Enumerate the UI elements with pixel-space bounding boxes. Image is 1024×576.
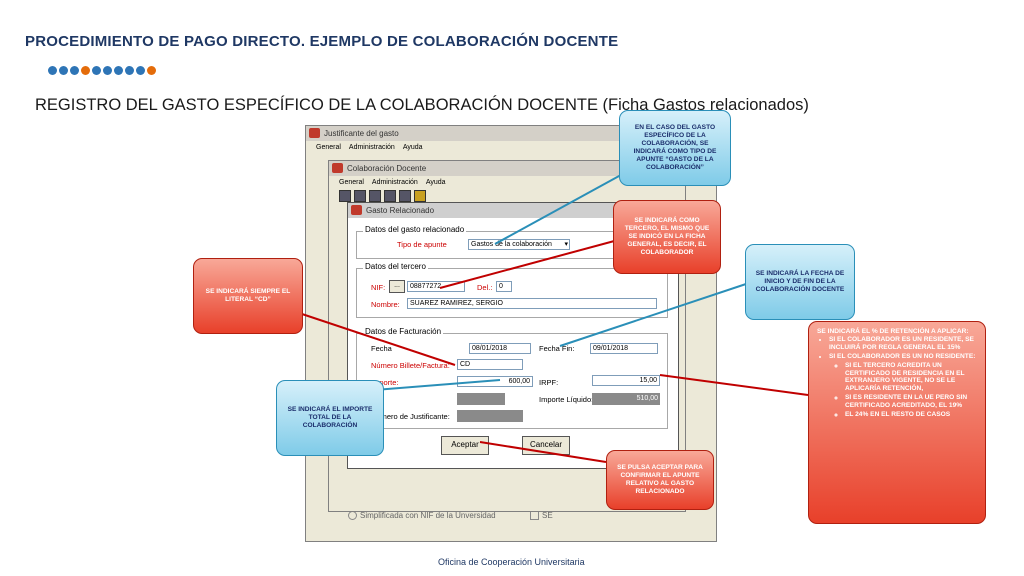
decorative-dot [136,66,145,75]
app-icon [309,128,320,138]
app-icon [332,163,343,173]
toolbar-exit-icon[interactable] [414,190,426,202]
decorative-dot [103,66,112,75]
nif-input[interactable]: 08877272 [407,281,465,292]
decorative-dot [147,66,156,75]
callout-fechas: SE INDICARÁ LA FECHA DE INICIO Y DE FIN … [745,244,855,320]
toolbar-delete-icon[interactable] [384,190,396,202]
menu-general[interactable]: General [339,178,364,186]
group-datos-tercero-legend: Datos del tercero [363,262,428,271]
decorative-dot [48,66,57,75]
retencion-item: SI EL COLABORADOR ES UN NO RESIDENTE: SI… [829,353,977,419]
window-gasto-title: Gasto Relacionado [366,206,435,215]
window-justificante-menubar: General Administración Ayuda [306,141,716,153]
callout-tercero: SE INDICARÁ COMO TERCERO, EL MISMO QUE S… [613,200,721,274]
tipo-apunte-select[interactable]: Gastos de la colaboración ▾ [468,239,570,250]
group-datos-tercero: Datos del tercero NIF: ... 08877272 Del.… [356,262,668,318]
irpf-label: IRPF: [539,378,559,387]
connector-aceptar [479,441,607,463]
decorative-dot [125,66,134,75]
toolbar-save-icon[interactable] [339,190,351,202]
fecha-fin-input[interactable]: 09/01/2018 [590,343,658,354]
group-datos-facturacion-legend: Datos de Facturación [363,327,444,336]
app-icon [351,205,362,215]
importe-liquido-field: 510,00 [592,393,660,405]
group-datos-facturacion: Datos de Facturación Fecha 08/01/2018 Fe… [356,327,668,429]
slide-footer: Oficina de Cooperación Universitaria [438,557,585,567]
tipo-apunte-label: Tipo de apunte [397,240,447,249]
window-justificante-titlebar[interactable]: Justificante del gasto [306,126,716,141]
connector-tercero [439,239,619,289]
callout-retencion: SE INDICARÁ EL % DE RETENCIÓN A APLICAR:… [808,321,986,524]
aceptar-button[interactable]: Aceptar [441,436,489,455]
menu-general[interactable]: General [316,143,341,151]
window-colaboracion-toolbar [329,188,685,204]
decorative-dot [70,66,79,75]
importe-label: Importe: [371,378,399,387]
nif-label: NIF: [371,283,386,292]
decorative-dots [48,66,156,78]
se-label: SE [542,511,553,520]
menu-ayuda[interactable]: Ayuda [402,143,423,151]
callout-importe: SE INDICARÁ EL IMPORTE TOTAL DE LA COLAB… [276,380,384,456]
retencion-item: SI EL COLABORADOR ES UN RESIDENTE, SE IN… [829,336,977,352]
nif-lookup-button[interactable]: ... [389,280,405,293]
callout-aceptar: SE PULSA ACEPTAR PARA CONFIRMAR EL APUNT… [606,450,714,510]
connector-importe [374,379,501,391]
retencion-list: SI EL COLABORADOR ES UN RESIDENTE, SE IN… [817,336,977,419]
retencion-sublist: SI EL TERCERO ACREDITA UN CERTIFICADO DE… [829,362,977,419]
fecha-inicio-input[interactable]: 08/01/2018 [469,343,531,354]
window-justificante-title: Justificante del gasto [324,129,399,138]
window-colaboracion-titlebar[interactable]: Colaboración Docente [329,161,685,176]
callout-literal-cd: SE INDICARÁ SIEMPRE EL LITERAL “CD” [193,258,303,334]
nombre-label: Nombre: [371,300,400,309]
importe-input[interactable]: 600,00 [457,376,533,387]
menu-administracion[interactable]: Administración [348,143,395,151]
connector-tipo-apunte [494,169,631,245]
simplificada-label: Simplificada con NIF de la Unversidad [360,511,496,520]
retencion-subitem: SI EL TERCERO ACREDITA UN CERTIFICADO DE… [845,362,977,394]
importe-readonly-field [457,393,505,405]
fecha-fin-label: Fecha Fin: [539,344,575,353]
irpf-input[interactable]: 15,00 [592,375,660,386]
decorative-dot [81,66,90,75]
billete-factura-input[interactable]: CD [457,359,523,370]
toolbar-edit-icon[interactable] [369,190,381,202]
toolbar-search-icon[interactable] [399,190,411,202]
connector-literal-cd [289,309,456,366]
retencion-item-text: SI EL COLABORADOR ES UN NO RESIDENTE: [829,352,976,360]
del-input[interactable]: 0 [496,281,512,292]
billete-factura-label: Número Billete/Factura: [371,361,450,370]
slide-subtitle: REGISTRO DEL GASTO ESPECÍFICO DE LA COLA… [35,96,809,114]
window-colaboracion-menubar: General Administración Ayuda [329,176,685,188]
chevron-down-icon: ▾ [564,241,568,248]
decorative-dot [114,66,123,75]
connector-fechas [559,281,753,347]
slide-title: PROCEDIMIENTO DE PAGO DIRECTO. EJEMPLO D… [25,33,619,50]
menu-administracion[interactable]: Administración [371,178,418,186]
num-justificante-field [457,410,523,422]
retencion-subitem: SI ES RESIDENTE EN LA UE PERO SIN CERTIF… [845,394,977,410]
callout-tipo-apunte: EN EL CASO DEL GASTO ESPECÍFICO DE LA CO… [619,110,731,186]
importe-liquido-label: Importe Líquido: [539,395,594,404]
del-label: Del.: [477,283,493,292]
window-gasto-titlebar[interactable]: Gasto Relacionado [348,203,678,218]
window-colaboracion-title: Colaboración Docente [347,164,427,173]
decorative-dot [92,66,101,75]
menu-ayuda[interactable]: Ayuda [425,178,446,186]
nombre-input[interactable]: SUAREZ RAMIREZ, SERGIO [407,298,657,309]
retencion-intro: SE INDICARÁ EL % DE RETENCIÓN A APLICAR: [817,328,969,335]
connector-retencion [659,374,809,396]
tipo-apunte-value: Gastos de la colaboración [471,241,552,248]
group-datos-gasto-legend: Datos del gasto relacionado [363,225,467,234]
num-justificante-label: Número de Justificante: [371,412,450,421]
toolbar-print-icon[interactable] [354,190,366,202]
fecha-label: Fecha [371,344,392,353]
retencion-subitem: EL 24% EN EL RESTO DE CASOS [845,411,977,419]
decorative-dot [59,66,68,75]
